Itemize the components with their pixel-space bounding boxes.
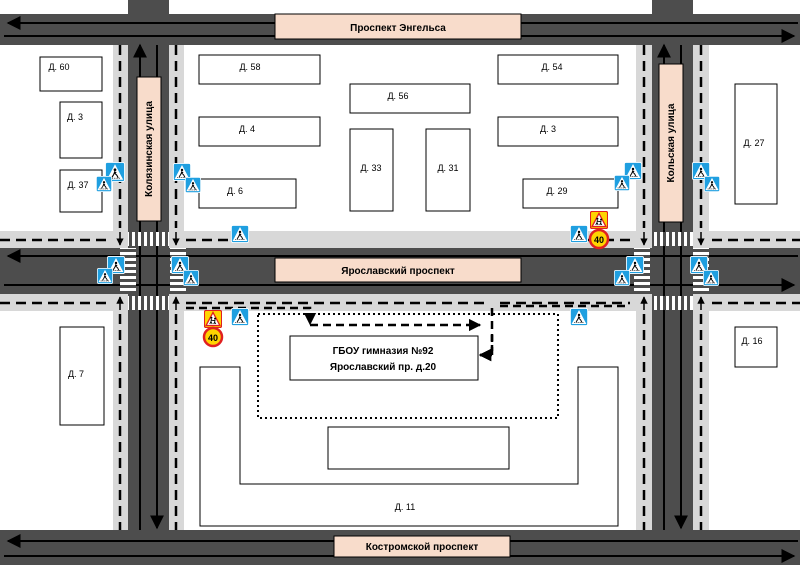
label-building-16: Д. 16 xyxy=(741,336,762,346)
building-11-east-wing xyxy=(577,366,619,485)
building-58 xyxy=(198,54,321,85)
building-6 xyxy=(198,178,297,209)
label-kostromskoy: Костромской проспект xyxy=(366,542,479,553)
building-33 xyxy=(349,128,394,212)
pedestrian-crossing-icon xyxy=(96,176,112,192)
pedestrian-crossing-icon xyxy=(704,176,720,192)
pedestrian-crossing-icon xyxy=(231,308,249,326)
label-building-3-left: Д. 3 xyxy=(67,112,83,122)
school-name: ГБОУ гимназия №92 xyxy=(333,346,434,357)
speed-limit-icon: 40 xyxy=(588,228,610,250)
buildings xyxy=(39,54,778,527)
building-56 xyxy=(349,83,471,114)
building-3-left xyxy=(59,101,103,159)
building-school-annex xyxy=(327,426,510,470)
building-37 xyxy=(59,169,103,213)
pedestrian-crossing-icon xyxy=(614,175,630,191)
pedestrian-crossing-icon xyxy=(97,268,113,284)
speed-limit-value: 40 xyxy=(594,235,604,245)
pedestrian-crossing-icon xyxy=(703,270,719,286)
label-building-3-right: Д. 3 xyxy=(540,124,556,134)
pedestrian-crossing-icon xyxy=(614,270,630,286)
building-60 xyxy=(39,56,103,92)
speed-limit-value: 40 xyxy=(208,333,218,343)
building-11-west-wing xyxy=(199,366,241,485)
building-27 xyxy=(734,83,778,205)
school-address: Ярославский пр. д.20 xyxy=(330,362,437,373)
label-kolyazinskaya: Колязинская улица xyxy=(144,101,155,197)
building-11-joints xyxy=(200,480,618,488)
road-signs: 40 40 xyxy=(96,162,720,348)
label-building-11: Д. 11 xyxy=(395,502,415,512)
pedestrian-crossing-icon xyxy=(183,270,199,286)
label-building-54: Д. 54 xyxy=(541,62,562,72)
pedestrian-crossing-icon xyxy=(231,225,249,243)
label-building-31: Д. 31 xyxy=(437,163,458,173)
label-building-7: Д. 7 xyxy=(68,369,84,379)
label-building-6: Д. 6 xyxy=(227,186,243,196)
building-31 xyxy=(425,128,471,212)
label-building-37: Д. 37 xyxy=(67,180,88,190)
pedestrian-crossing-icon xyxy=(570,308,588,326)
label-building-33: Д. 33 xyxy=(360,163,381,173)
building-4 xyxy=(198,116,321,147)
label-building-27: Д. 27 xyxy=(743,138,764,148)
building-3-right xyxy=(497,116,619,147)
building-29 xyxy=(522,178,619,209)
label-engels: Проспект Энгельса xyxy=(350,23,446,34)
school-territory xyxy=(257,313,559,419)
pedestrian-crossing-icon xyxy=(185,177,201,193)
street-label-boxes xyxy=(136,13,684,558)
speed-limit-icon: 40 xyxy=(202,326,224,348)
crossing-arrows xyxy=(116,232,705,310)
label-building-29: Д. 29 xyxy=(546,186,567,196)
school-building xyxy=(289,335,479,381)
label-building-60: Д. 60 xyxy=(48,62,69,72)
label-kolskaya: Кольская улица xyxy=(666,103,677,182)
children-warning-icon xyxy=(204,310,222,328)
building-7 xyxy=(59,326,105,426)
pedestrian-paths xyxy=(0,45,800,530)
label-building-58: Д. 58 xyxy=(239,62,260,72)
children-warning-icon xyxy=(590,211,608,229)
building-54 xyxy=(497,54,619,85)
label-yaroslavsky: Ярославский проспект xyxy=(341,266,455,277)
building-11 xyxy=(199,483,619,527)
label-building-56: Д. 56 xyxy=(387,91,408,101)
building-16 xyxy=(734,326,778,368)
labels: Проспект Энгельса Ярославский проспект К… xyxy=(48,23,764,553)
label-building-4: Д. 4 xyxy=(239,124,255,134)
pedestrian-crossing-icon xyxy=(570,225,588,243)
